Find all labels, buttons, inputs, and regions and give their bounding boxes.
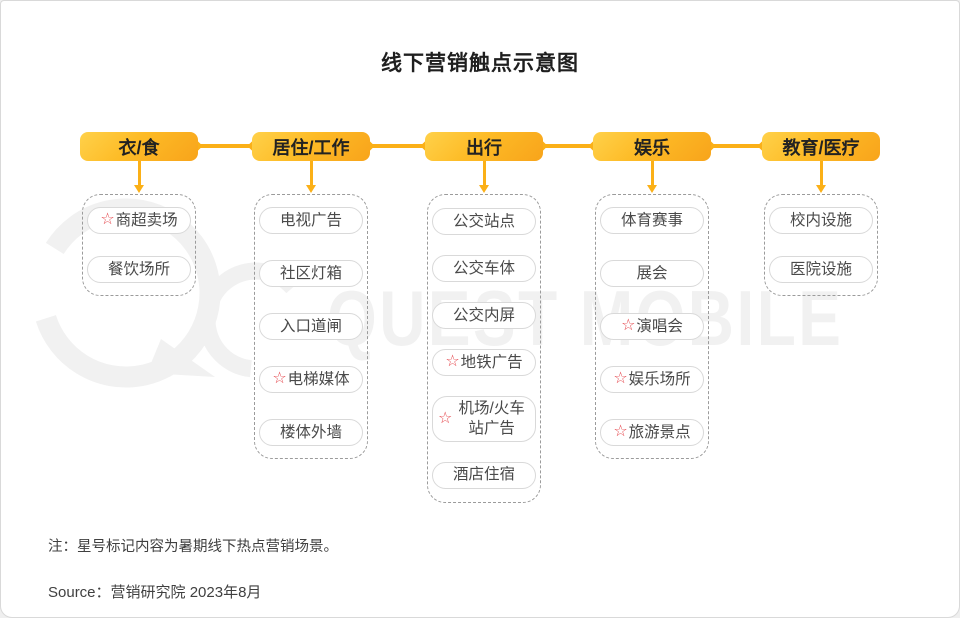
star-icon: ☆ (613, 423, 628, 441)
touchpoint-label: 公交站点 (452, 212, 515, 230)
star-icon: ☆ (445, 353, 460, 371)
category-column: 出行 公交站点 公交车体 公交内屏 ☆ 地铁广告 ☆ 机场/火车站广告 酒店住宿 (425, 132, 543, 503)
category-button: 娱乐 (593, 132, 711, 161)
touchpoint-label: 酒店住宿 (452, 466, 515, 484)
touchpoint-group-box: 电视广告 社区灯箱 入口道闸 ☆ 电梯媒体 楼体外墙 (254, 194, 368, 459)
touchpoint-pill: 餐饮场所 (87, 256, 191, 283)
down-arrow-icon (427, 161, 541, 194)
touchpoint-pill: ☆ 电梯媒体 (259, 366, 363, 393)
touchpoint-pill: 社区灯箱 (259, 260, 363, 287)
touchpoint-label: 入口道闸 (279, 317, 342, 335)
touchpoint-pill: 楼体外墙 (259, 419, 363, 446)
category-column: 教育/医疗 校内设施 医院设施 (762, 132, 880, 296)
touchpoint-label: 电梯媒体 (287, 370, 350, 388)
star-icon: ☆ (621, 317, 636, 335)
touchpoint-group-box: 体育赛事 展会 ☆ 演唱会 ☆ 娱乐场所 ☆ 旅游景点 (595, 194, 709, 459)
touchpoint-pill: 公交内屏 (432, 302, 536, 329)
category-label: 衣/食 (118, 137, 160, 158)
down-arrow-icon (82, 161, 196, 194)
touchpoint-label: 展会 (636, 264, 668, 282)
page-title: 线下营销触点示意图 (381, 52, 579, 75)
touchpoint-pill: 医院设施 (769, 256, 873, 283)
touchpoint-label: 楼体外墙 (279, 423, 342, 441)
star-icon: ☆ (613, 370, 628, 388)
touchpoint-pill: 公交车体 (432, 255, 536, 282)
star-icon: ☆ (100, 211, 115, 229)
touchpoint-pill: 体育赛事 (600, 207, 704, 234)
touchpoint-pill: ☆ 商超卖场 (87, 207, 191, 234)
star-icon: ☆ (438, 409, 453, 427)
touchpoint-label: 旅游景点 (628, 423, 691, 441)
touchpoint-label: 机场/火车站广告 (458, 400, 525, 437)
touchpoint-pill: 电视广告 (259, 207, 363, 234)
connector-line (709, 144, 764, 148)
category-button: 衣/食 (80, 132, 198, 161)
down-arrow-icon (254, 161, 368, 194)
category-label: 出行 (466, 137, 502, 158)
category-label: 娱乐 (634, 137, 670, 158)
touchpoint-label: 演唱会 (636, 317, 683, 335)
touchpoint-label: 商超卖场 (115, 211, 178, 229)
touchpoint-label: 社区灯箱 (279, 264, 342, 282)
star-icon: ☆ (272, 370, 287, 388)
category-button: 居住/工作 (252, 132, 370, 161)
category-button: 出行 (425, 132, 543, 161)
touchpoint-label: 电视广告 (279, 211, 342, 229)
category-column: 居住/工作 电视广告 社区灯箱 入口道闸 ☆ 电梯媒体 楼体外墙 (252, 132, 370, 459)
category-button: 教育/医疗 (762, 132, 880, 161)
touchpoint-label: 餐饮场所 (107, 260, 170, 278)
touchpoint-pill: ☆ 演唱会 (600, 313, 704, 340)
category-column: 衣/食 ☆ 商超卖场 餐饮场所 (80, 132, 198, 296)
touchpoint-pill: 公交站点 (432, 208, 536, 235)
touchpoint-group-box: 公交站点 公交车体 公交内屏 ☆ 地铁广告 ☆ 机场/火车站广告 酒店住宿 (427, 194, 541, 503)
category-label: 教育/医疗 (782, 137, 860, 158)
touchpoint-group-box: ☆ 商超卖场 餐饮场所 (82, 194, 196, 296)
touchpoint-label: 地铁广告 (460, 353, 523, 371)
touchpoint-pill: ☆ 旅游景点 (600, 419, 704, 446)
touchpoint-label: 公交内屏 (452, 306, 515, 324)
down-arrow-icon (595, 161, 709, 194)
touchpoint-pill: 校内设施 (769, 207, 873, 234)
connector-line (368, 144, 427, 148)
touchpoint-pill: ☆ 娱乐场所 (600, 366, 704, 393)
touchpoint-pill: 入口道闸 (259, 313, 363, 340)
touchpoint-pill: ☆ 地铁广告 (432, 349, 536, 376)
note-text: 注：星号标记内容为暑期线下热点营销场景。 (48, 539, 338, 555)
source-text: Source：营销研究院 2023年8月 (48, 584, 262, 601)
touchpoint-pill: 展会 (600, 260, 704, 287)
touchpoint-label: 校内设施 (789, 211, 852, 229)
category-label: 居住/工作 (272, 137, 350, 158)
touchpoint-label: 娱乐场所 (628, 370, 691, 388)
down-arrow-icon (764, 161, 878, 194)
touchpoint-label: 医院设施 (789, 260, 852, 278)
connector-line (196, 144, 254, 148)
touchpoint-label: 公交车体 (452, 259, 515, 277)
touchpoint-label: 体育赛事 (620, 211, 683, 229)
touchpoint-pill: ☆ 机场/火车站广告 (432, 396, 536, 442)
touchpoint-pill: 酒店住宿 (432, 461, 536, 489)
category-column: 娱乐 体育赛事 展会 ☆ 演唱会 ☆ 娱乐场所 ☆ 旅游景点 (593, 132, 711, 459)
touchpoint-group-box: 校内设施 医院设施 (764, 194, 878, 296)
connector-line (541, 144, 595, 148)
